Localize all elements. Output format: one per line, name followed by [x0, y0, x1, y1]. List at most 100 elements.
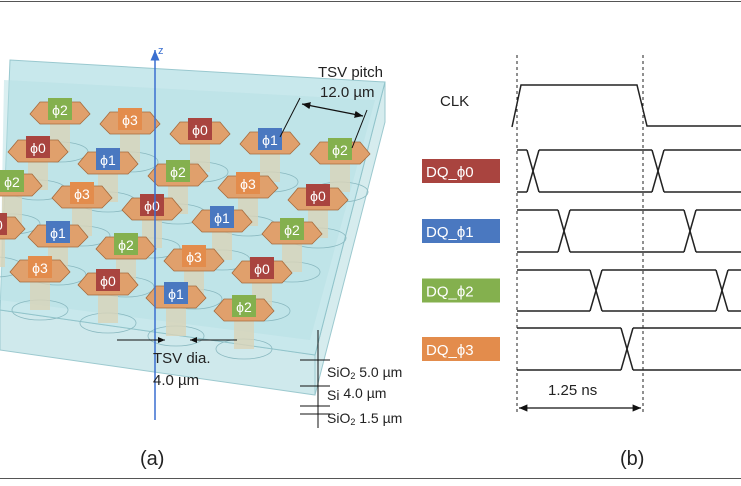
phase-badge: [70, 182, 94, 204]
bottom-border: [0, 478, 741, 479]
pitch-dimension-arrow: [301, 102, 364, 118]
phase-badge: [306, 184, 330, 206]
phase-label: ϕ2: [118, 237, 134, 253]
z-axis-label: z: [158, 45, 164, 57]
tsv-pad: ϕ3: [9, 256, 71, 321]
phase-badge: [280, 218, 304, 240]
phase-label: ϕ2: [284, 222, 300, 238]
top-border: [0, 1, 741, 2]
phase-label: ϕ2: [170, 164, 186, 180]
phase-label: ϕ0: [144, 198, 160, 214]
phase-badge: [96, 269, 120, 291]
phase-badge: [236, 172, 260, 194]
phase-label: ϕ1: [50, 225, 66, 241]
dq-waveform: [517, 269, 741, 312]
dq-waveform: [517, 149, 741, 193]
layer-label: SiO2 1.5 µm: [327, 410, 402, 427]
phase-label: ϕ3: [74, 186, 90, 202]
layer-label: Si 4.0 µm: [327, 385, 386, 403]
period-label: 1.25 ns: [548, 382, 597, 399]
tsv-pad: ϕ2: [261, 218, 323, 283]
dq-label-box: [422, 159, 500, 183]
panel-a: ϕ2 ϕ3 ϕ0 ϕ1 ϕ2 ϕ0 ϕ1 ϕ2 ϕ3 ϕ0 ϕ2 ϕ3 ϕ0 ϕ1 ϕ2 ϕ0 ϕ1 ϕ2 ϕ3 ϕ0…: [0, 45, 402, 470]
tsv-pad: ϕ1: [145, 282, 207, 347]
dq-label-box: [422, 337, 500, 361]
dq-row: DQ_ϕ0: [422, 149, 741, 193]
tsv-dia-label: TSV dia.: [153, 350, 211, 367]
phase-label: ϕ3: [32, 260, 48, 276]
dq-label: DQ_ϕ0: [426, 164, 474, 181]
phase-badge: [250, 257, 274, 279]
tsv-pad: ϕ1: [77, 148, 139, 213]
phase-badge: [140, 194, 164, 216]
phase-badge: [210, 206, 234, 228]
phase-label: ϕ2: [52, 102, 68, 118]
dq-label: DQ_ϕ2: [426, 284, 474, 301]
phase-label: ϕ2: [4, 174, 20, 190]
phase-label: ϕ0: [30, 140, 46, 156]
tsv-pad: ϕ1: [239, 128, 301, 193]
dq-waveform: [517, 209, 741, 253]
phase-badge: [28, 256, 52, 278]
phase-badge: [0, 213, 7, 235]
phase-badge: [26, 136, 50, 158]
dq-label-box: [422, 278, 500, 303]
phase-badge: [114, 233, 138, 255]
dq-row: DQ_ϕ2: [422, 269, 741, 312]
panel-b-caption: (b): [620, 448, 644, 470]
phase-badge: [46, 221, 70, 243]
dq-waveform: [517, 327, 741, 371]
phase-label: ϕ0: [0, 217, 3, 233]
phase-label: ϕ1: [214, 210, 230, 226]
dq-label: DQ_ϕ1: [426, 224, 474, 241]
phase-label: ϕ3: [240, 176, 256, 192]
phase-badge: [48, 98, 72, 120]
phase-label: ϕ0: [310, 188, 326, 204]
layer-dimension-ticks: [300, 330, 330, 428]
tsv-dia-value: 4.0 µm: [153, 372, 199, 389]
phase-label: ϕ3: [186, 249, 202, 265]
dq-label-box: [422, 219, 500, 243]
tsv-pad: ϕ0: [0, 213, 26, 278]
phase-label: ϕ3: [122, 112, 138, 128]
phase-label: ϕ1: [168, 286, 184, 302]
layer-label: SiO2 5.0 µm: [327, 364, 402, 381]
phase-badge: [258, 128, 282, 150]
tsv-pad: ϕ2: [147, 160, 209, 225]
dq-row: DQ_ϕ1: [422, 209, 741, 253]
tsv-pad: ϕ0: [121, 194, 183, 259]
phase-badge: [232, 295, 256, 317]
dq-label: DQ_ϕ3: [426, 342, 474, 359]
phase-label: ϕ1: [262, 132, 278, 148]
phase-label: ϕ0: [100, 273, 116, 289]
phase-badge: [188, 118, 212, 140]
clk-waveform: [511, 84, 741, 128]
phase-label: ϕ0: [192, 122, 208, 138]
tsv-pad: ϕ2: [213, 295, 275, 360]
tsv-array: ϕ2 ϕ3 ϕ0 ϕ1 ϕ2 ϕ0 ϕ1 ϕ2 ϕ3 ϕ0 ϕ2 ϕ3 ϕ0 ϕ1 ϕ2 ϕ0 ϕ1 ϕ2 ϕ3 ϕ0…: [0, 98, 371, 360]
tsv-pitch-value: 12.0 µm: [320, 84, 375, 101]
tsv-pad: ϕ3: [51, 182, 113, 247]
phase-label: ϕ2: [236, 299, 252, 315]
phase-label: ϕ2: [332, 142, 348, 158]
phase-badge: [0, 170, 24, 192]
tsv-pad: ϕ0: [77, 269, 139, 334]
pitch-leader-right: [351, 109, 368, 149]
panel-a-caption: (a): [140, 448, 164, 470]
layer-labels: SiO2 5.0 µm Si 4.0 µm SiO2 1.5 µm: [327, 364, 402, 427]
dq-row: DQ_ϕ3: [422, 327, 741, 371]
phase-label: ϕ1: [100, 152, 116, 168]
tsv-pitch-label: TSV pitch: [318, 64, 383, 81]
phase-badge: [166, 160, 190, 182]
phase-badge: [164, 282, 188, 304]
phase-badge: [182, 245, 206, 267]
clk-label: CLK: [440, 93, 469, 110]
tsv-pad: ϕ1: [191, 206, 253, 271]
tsv-pad: ϕ0: [169, 118, 231, 183]
phase-badge: [328, 138, 352, 160]
phase-label: ϕ0: [254, 261, 270, 277]
phase-badge: [118, 108, 142, 130]
